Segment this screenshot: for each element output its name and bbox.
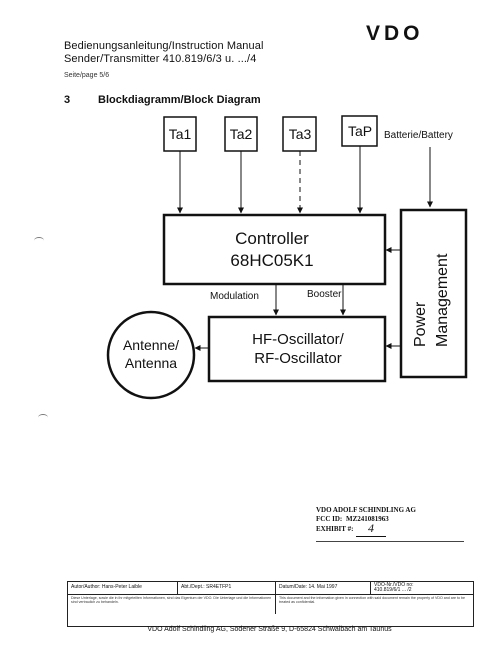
dept-cell: Abt./Dept.: SR4ETFP1 [178, 582, 276, 594]
author-value: Hans-Peter Laible [101, 584, 142, 590]
antenna-label: Antenne/ [123, 337, 179, 353]
author-label: Autor/Author: [71, 584, 101, 590]
modulation-label: Modulation [210, 291, 259, 302]
transmitter-model: Sender/Transmitter 410.819/6/3 u. .../4 [64, 53, 257, 65]
controller-box [162, 213, 387, 286]
dept-label: Abt./Dept.: [181, 584, 205, 590]
tap-box [341, 115, 378, 147]
page-number: Seite/page 5/6 [64, 72, 110, 79]
power-management-box [399, 208, 468, 379]
author-cell: Autor/Author: Hans-Peter Laible [68, 582, 178, 594]
controller-chip: 68HC05K1 [230, 251, 313, 270]
vdo-number-label: VDO-Nr./VDO no: [374, 582, 414, 588]
antenna-circle [106, 310, 196, 400]
booster-label: Booster [307, 289, 342, 300]
section-title: Blockdiagramm/Block Diagram [98, 94, 261, 106]
dept-value: SR4ETFP1 [206, 584, 232, 590]
margin-mark [34, 237, 44, 244]
ta3-label: Ta3 [289, 126, 312, 142]
battery-label: Batterie/Battery [384, 130, 453, 141]
footer-table: Autor/Author: Hans-Peter Laible Abt./Dep… [67, 581, 474, 627]
tap-label: TaP [348, 123, 372, 139]
controller-label: Controller [235, 229, 309, 248]
section-number: 3 [64, 94, 71, 106]
stamp-divider [316, 541, 464, 542]
vdo-number-cell: VDO-Nr./VDO no: 410.819/6/1 ... /2 [371, 582, 473, 594]
manual-title: Bedienungsanleitung/Instruction Manual [64, 40, 264, 52]
block-diagram: Ta1 Ta2 Ta3 TaP Batterie/Battery Control… [106, 115, 468, 400]
notice-german: Diese Unterlage, sowie die in ihr mitget… [68, 594, 276, 614]
oscillator-label-en: RF-Oscillator [254, 350, 342, 367]
power-label: Power [412, 301, 429, 347]
date-cell: Datum/Date: 14. Mai 1997 [276, 582, 371, 594]
margin-mark [38, 414, 48, 421]
management-label: Management [434, 253, 451, 347]
fcc-id-label: FCC ID: [316, 515, 343, 523]
vdo-logo: VDO [366, 22, 424, 45]
exhibit-number: 4 [356, 521, 386, 537]
oscillator-box [207, 315, 387, 383]
ta3-box [282, 116, 317, 152]
exhibit-label: EXHIBIT #: [316, 525, 354, 533]
company-address: VDO Adolf Schindling AG, Sodener Straße … [147, 626, 392, 633]
ta2-label: Ta2 [230, 126, 253, 142]
ta1-label: Ta1 [169, 126, 192, 142]
vdo-number-value: 410.819/6/1 ... /2 [374, 587, 412, 593]
notice-english: This document and the information given … [276, 594, 473, 614]
oscillator-label: HF-Oscillator/ [252, 331, 345, 348]
ta1-box [163, 116, 197, 152]
antenna-label-en: Antenna [125, 355, 177, 371]
stamp-company: VDO ADOLF SCHINDLING AG [316, 506, 416, 514]
fcc-id: MZ241081963 [346, 515, 389, 523]
